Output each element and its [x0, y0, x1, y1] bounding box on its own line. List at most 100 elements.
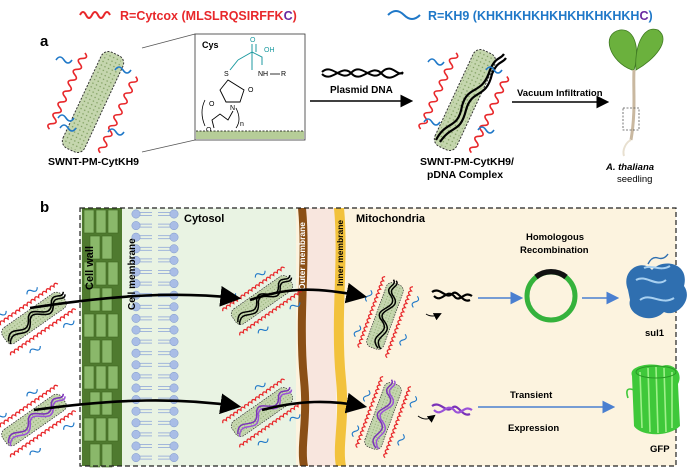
swnt-pdna-complex [222, 266, 302, 336]
lipid-head [131, 267, 141, 277]
chem-o1: O [250, 37, 256, 44]
cell-wall-brick [83, 261, 95, 286]
lipid-head [131, 406, 141, 416]
swnt-pdna-complex [351, 376, 418, 459]
lipid-head [169, 325, 179, 335]
mitochondria-region [296, 208, 676, 466]
cell-boundary [79, 207, 677, 467]
cell-wall-brick [107, 313, 119, 338]
lipid-head [131, 453, 141, 463]
legend-red-prefix: R=Cytcox ( [120, 9, 186, 23]
zoom-line-bottom [141, 139, 196, 153]
lipid-head [131, 383, 141, 393]
cell-wall-brick [89, 443, 101, 468]
lipid-head [169, 221, 179, 231]
transient-label-line2: Expression [508, 423, 559, 434]
inner-membrane-label: Inner membrane [335, 220, 345, 286]
swnt-pdna-complex [353, 276, 420, 359]
lipid-head [169, 406, 179, 416]
complex1-label: SWNT-PM-CytKH9 [48, 156, 139, 168]
lipid-head [131, 348, 141, 358]
lipid-head [169, 255, 179, 265]
chem-o3: O [209, 101, 215, 108]
cell-wall-label: Cell wall [84, 246, 96, 290]
lipid-head [131, 244, 141, 254]
recombination-plasmid-ring [524, 269, 578, 323]
lipid-head [131, 429, 141, 439]
blue-peptide-icon [387, 10, 421, 20]
chem-nh: NH [258, 71, 268, 78]
lipid-head [169, 418, 179, 428]
lipid-head [169, 279, 179, 289]
cell-wall-brick [95, 417, 107, 442]
legend-red-c: C [284, 9, 293, 23]
released-plasmid-bottom [417, 403, 473, 423]
intermembrane-space [306, 208, 336, 466]
cys-title: Cys [202, 40, 219, 50]
cell-wall-brick [89, 339, 101, 364]
lipid-head [169, 441, 179, 451]
lipid-head [131, 279, 141, 289]
legend-blue-prefix: R=KH9 ( [428, 9, 478, 23]
sul1-label: sul1 [645, 328, 665, 339]
lipid-head [169, 337, 179, 347]
cell-wall [82, 208, 122, 468]
lipid-head [131, 232, 141, 242]
cell-wall-brick [107, 365, 119, 390]
lipid-head [131, 255, 141, 265]
cell-membrane-label: Cell membrane [127, 238, 138, 310]
swnt-complex-2 [418, 49, 510, 154]
chem-n-subscript: n [240, 121, 244, 128]
lipid-head [169, 267, 179, 277]
legend-blue-seq: KHKHKHKHKHKHKHKHKH [477, 9, 640, 23]
seedling-label-line2: seedling [617, 174, 652, 185]
lipid-head [131, 441, 141, 451]
cell-wall-brick [95, 313, 107, 338]
cell-wall-brick [101, 339, 113, 364]
cell-wall-brick [83, 313, 95, 338]
cell-wall-brick [95, 209, 107, 234]
arrow-entry-top [29, 285, 242, 310]
chem-n: N [230, 105, 235, 112]
lipid-head [131, 313, 141, 323]
cell-wall-brick [95, 261, 107, 286]
lipid-head [169, 232, 179, 242]
cell-wall-brick [107, 261, 119, 286]
complex2-label-line2: pDNA Complex [427, 169, 503, 181]
lipid-head [131, 418, 141, 428]
chem-s: S [224, 71, 229, 78]
lipid-head [169, 348, 179, 358]
swnt-pdna-complex [0, 384, 77, 458]
legend-blue-c: C [639, 9, 648, 23]
released-plasmid-top [425, 289, 473, 321]
lipid-head [131, 209, 141, 219]
cell-wall-brick [83, 365, 95, 390]
lipid-head [169, 302, 179, 312]
cell-wall-brick [83, 209, 95, 234]
panel-a-label: a [40, 33, 49, 50]
seedling-icon [608, 28, 664, 157]
arrow-entry-bottom [33, 393, 242, 415]
arrow-mito-bottom [261, 392, 368, 414]
legend-red-seq: MLSLRQSIRFFK [186, 9, 284, 23]
lipid-head [169, 371, 179, 381]
legend-blue-suffix: ) [649, 9, 653, 23]
lipid-head [131, 360, 141, 370]
sul1-protein-structure [626, 253, 687, 319]
legend-red-suffix: ) [293, 9, 297, 23]
complex2-label-line1: SWNT-PM-CytKH9/ [420, 156, 514, 168]
chem-oh: OH [264, 47, 275, 54]
arrow-mito-top [249, 282, 368, 304]
homologous-label-line2: Recombination [520, 245, 589, 256]
plasmid-label: Plasmid DNA [330, 85, 393, 96]
seedling-label-line1: A. thaliana [605, 162, 654, 173]
homologous-label-line1: Homologous [526, 232, 584, 243]
gfp-protein-structure [626, 364, 680, 435]
chem-o2: O [248, 87, 254, 94]
panel-b-label: b [40, 199, 49, 216]
lipid-head [169, 244, 179, 254]
cell-wall-brick [107, 209, 119, 234]
mitochondria-label: Mitochondria [356, 213, 426, 225]
lipid-head [169, 360, 179, 370]
